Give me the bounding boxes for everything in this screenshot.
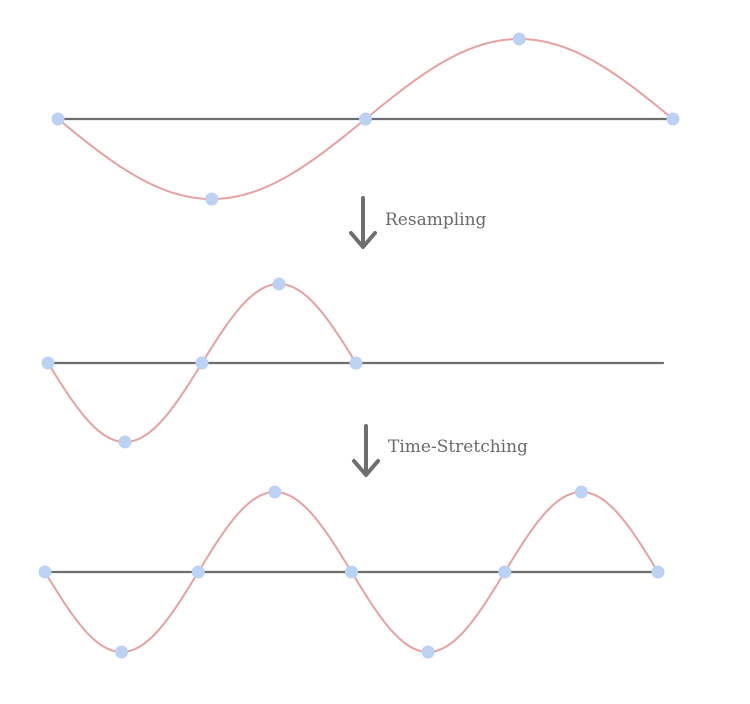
time-stretched-waveform [38, 485, 665, 659]
original-waveform [51, 32, 680, 206]
sample-point [268, 485, 282, 499]
down-arrow-icon [352, 424, 380, 477]
resampled-waveform [41, 277, 665, 449]
sample-point [38, 565, 52, 579]
sample-point [272, 277, 286, 291]
time-stretching-label: Time-Stretching [388, 437, 528, 457]
sample-point [51, 112, 65, 126]
sample-point [115, 645, 129, 659]
sample-point [349, 356, 363, 370]
sample-point [574, 485, 588, 499]
sample-point [359, 112, 372, 126]
sample-point [651, 565, 665, 579]
sample-point [512, 32, 526, 46]
sample-point [41, 356, 55, 370]
sample-point [345, 565, 358, 579]
time-stretched-sample-points [38, 485, 665, 659]
down-arrow-icon [349, 196, 377, 249]
time-stretching-step: Time-Stretching [352, 424, 528, 477]
sample-point [666, 112, 680, 126]
resampling-label: Resampling [385, 210, 487, 230]
sample-point [205, 192, 219, 206]
sample-point [498, 565, 512, 579]
original-sample-points [51, 32, 680, 206]
sample-point [118, 435, 132, 449]
sample-point [191, 565, 205, 579]
sample-point [421, 645, 435, 659]
resampling-step: Resampling [349, 196, 487, 249]
resampled-sample-points [41, 277, 363, 449]
sample-point [195, 356, 209, 370]
